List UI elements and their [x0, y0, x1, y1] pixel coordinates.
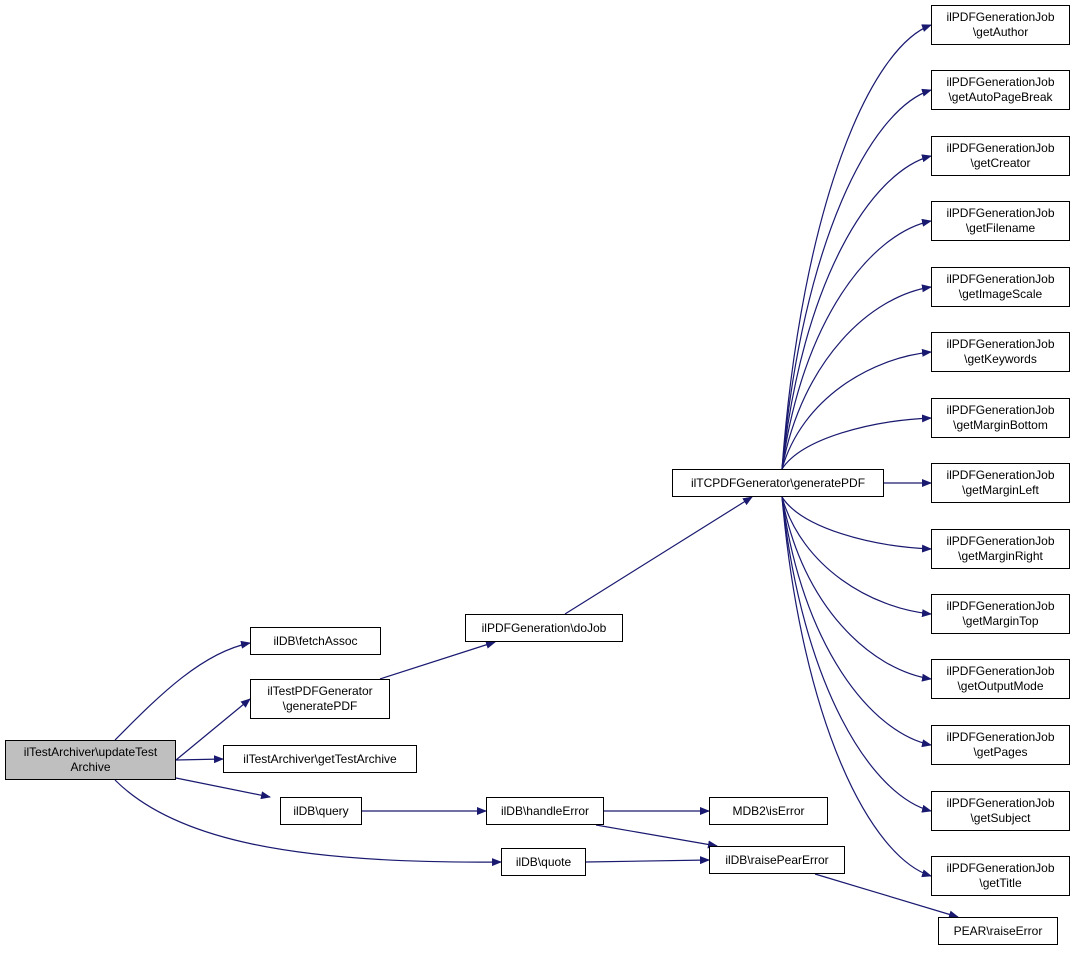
node-label-line1: ilDB\handleError: [500, 803, 590, 818]
node-label-line1: ilDB\fetchAssoc: [273, 633, 358, 648]
edge-root-to-fetchAssoc: [114, 640, 251, 741]
edge-root-to-quote: [114, 779, 502, 867]
node-mdb2-is-error[interactable]: MDB2\isError: [709, 797, 828, 825]
node-label-line1: ilDB\raisePearError: [725, 852, 829, 867]
edge-root-to-testPdfGen: [175, 698, 251, 761]
node-job-get-margin-top[interactable]: ilPDFGenerationJob \getMarginTop: [931, 594, 1070, 634]
node-label-line1: ilPDFGenerationJob: [946, 861, 1055, 875]
node-label-line1: ilTestArchiver\getTestArchive: [243, 751, 397, 766]
node-label-line1: ilPDFGenerationJob: [946, 75, 1055, 89]
edge-quote-to-raisePear: [585, 856, 710, 865]
node-label-line1: ilPDFGenerationJob: [946, 534, 1055, 548]
edge-tcpdf-to-getAutoPageBreak: [781, 88, 932, 470]
edge-tcpdf-to-getSubject: [781, 496, 932, 813]
edge-tcpdf-to-getMarginTop: [781, 496, 932, 618]
node-label-line2: \getMarginLeft: [962, 483, 1039, 497]
node-label-line2: \getOutputMode: [957, 679, 1044, 693]
edge-handleError-to-raisePear: [595, 824, 718, 849]
node-label-line2: \getAutoPageBreak: [948, 90, 1053, 104]
edge-testPdfGen-to-doJob: [379, 640, 496, 680]
node-label-line2: \getMarginTop: [962, 614, 1039, 628]
node-label-line2: \getAuthor: [972, 25, 1029, 39]
node-label-line1: ilTestArchiver\updateTest: [23, 745, 158, 759]
edge-tcpdf-to-getMarginRight: [781, 496, 932, 553]
edge-raisePear-to-raiseError: [814, 873, 959, 919]
node-label-line1: ilPDFGenerationJob: [946, 796, 1055, 810]
node-get-test-archive[interactable]: ilTestArchiver\getTestArchive: [223, 745, 417, 773]
node-label-line2: \getMarginBottom: [953, 418, 1048, 432]
node-label-line1: ilPDFGenerationJob: [946, 403, 1055, 417]
node-db-query[interactable]: ilDB\query: [280, 797, 362, 825]
edge-doJob-to-tcpdf: [564, 496, 753, 615]
edge-tcpdf-to-getCreator: [781, 154, 932, 470]
node-label-line1: MDB2\isError: [732, 803, 805, 818]
node-job-get-pages[interactable]: ilPDFGenerationJob \getPages: [931, 725, 1070, 765]
edge-tcpdf-to-getTitle: [781, 496, 932, 878]
node-label-line1: ilPDFGenerationJob: [946, 206, 1055, 220]
node-label-line1: ilPDFGeneration\doJob: [481, 620, 607, 635]
node-db-raise-pear-error[interactable]: ilDB\raisePearError: [709, 846, 845, 874]
node-fetch-assoc[interactable]: ilDB\fetchAssoc: [250, 627, 381, 655]
node-label-line1: ilPDFGenerationJob: [946, 141, 1055, 155]
node-label-line2: Archive: [70, 760, 111, 774]
edge-tcpdf-to-getPages: [781, 496, 932, 748]
node-label-line2: \getPages: [973, 745, 1028, 759]
node-label-line2: \getImageScale: [958, 287, 1043, 301]
node-job-get-margin-right[interactable]: ilPDFGenerationJob \getMarginRight: [931, 529, 1070, 569]
edge-tcpdf-to-getMarginBottom: [781, 414, 932, 470]
node-job-get-output-mode[interactable]: ilPDFGenerationJob \getOutputMode: [931, 659, 1070, 699]
node-label-line2: \getKeywords: [964, 352, 1037, 366]
edge-tcpdf-to-getFilename: [781, 218, 932, 470]
node-label-line2: \getCreator: [970, 156, 1031, 170]
node-label-line1: ilTestPDFGenerator: [267, 684, 373, 698]
node-job-get-image-scale[interactable]: ilPDFGenerationJob \getImageScale: [931, 267, 1070, 307]
node-job-get-keywords[interactable]: ilPDFGenerationJob \getKeywords: [931, 332, 1070, 372]
edge-tcpdf-to-getOutputMode: [781, 496, 932, 682]
edge-tcpdf-to-getImageScale: [781, 284, 932, 470]
node-label-line1: ilPDFGenerationJob: [946, 10, 1055, 24]
node-pdf-generation-do-job[interactable]: ilPDFGeneration\doJob: [465, 614, 623, 642]
node-job-get-margin-bottom[interactable]: ilPDFGenerationJob \getMarginBottom: [931, 398, 1070, 438]
node-label-line1: ilDB\quote: [515, 854, 572, 869]
node-job-get-margin-left[interactable]: ilPDFGenerationJob \getMarginLeft: [931, 463, 1070, 503]
node-db-quote[interactable]: ilDB\quote: [501, 848, 586, 876]
node-test-pdf-generator[interactable]: ilTestPDFGenerator \generatePDF: [250, 679, 390, 719]
node-job-get-subject[interactable]: ilPDFGenerationJob \getSubject: [931, 791, 1070, 831]
node-label-line1: ilPDFGenerationJob: [946, 730, 1055, 744]
node-label-line1: ilPDFGenerationJob: [946, 664, 1055, 678]
node-label-line1: ilPDFGenerationJob: [946, 468, 1055, 482]
node-label-line1: ilPDFGenerationJob: [946, 337, 1055, 351]
node-label-line1: ilDB\query: [293, 803, 349, 818]
edge-tcpdf-to-getAuthor: [781, 24, 932, 470]
node-job-get-author[interactable]: ilPDFGenerationJob \getAuthor: [931, 5, 1070, 45]
node-label-line2: \getTitle: [979, 876, 1022, 890]
node-pear-raise-error[interactable]: PEAR\raiseError: [938, 917, 1058, 945]
edge-tcpdf-to-getKeywords: [781, 348, 932, 470]
edge-root-to-getTestArch: [175, 755, 224, 764]
edge-root-to-query: [175, 777, 271, 800]
node-label-line2: \getFilename: [965, 221, 1036, 235]
node-label-line1: ilTCPDFGenerator\generatePDF: [690, 475, 866, 490]
node-job-get-filename[interactable]: ilPDFGenerationJob \getFilename: [931, 201, 1070, 241]
node-job-get-auto-page-break[interactable]: ilPDFGenerationJob \getAutoPageBreak: [931, 70, 1070, 110]
node-label-line2: \getSubject: [970, 811, 1031, 825]
node-job-get-title[interactable]: ilPDFGenerationJob \getTitle: [931, 856, 1070, 896]
node-label-line1: ilPDFGenerationJob: [946, 599, 1055, 613]
node-label-line2: \getMarginRight: [958, 549, 1043, 563]
node-label-line1: ilPDFGenerationJob: [946, 272, 1055, 286]
node-root-update-test-archive: ilTestArchiver\updateTest Archive: [5, 740, 176, 780]
node-job-get-creator[interactable]: ilPDFGenerationJob \getCreator: [931, 136, 1070, 176]
node-label-line1: PEAR\raiseError: [953, 923, 1043, 938]
node-tcpdf-generate-pdf[interactable]: ilTCPDFGenerator\generatePDF: [672, 469, 884, 497]
node-label-line2: \generatePDF: [282, 699, 358, 713]
node-db-handle-error[interactable]: ilDB\handleError: [486, 797, 604, 825]
